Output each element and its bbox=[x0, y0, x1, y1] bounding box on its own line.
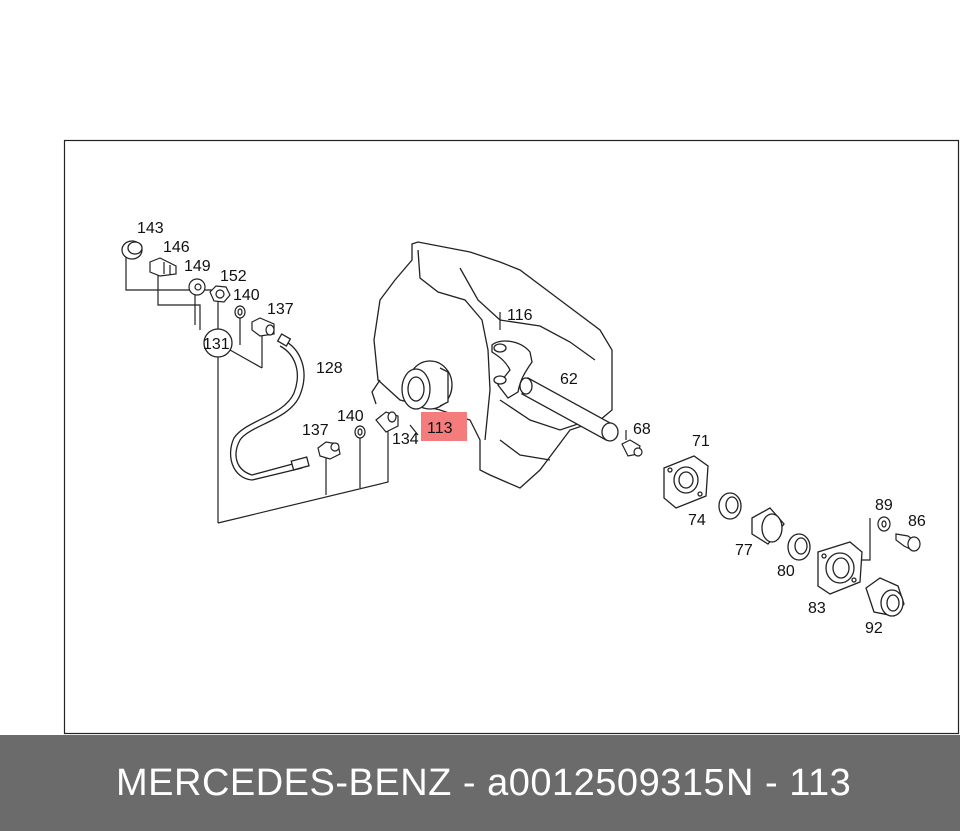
callout-137-bottom: 137 bbox=[302, 422, 329, 439]
part-116-icon bbox=[491, 340, 533, 399]
callout-113: 113 bbox=[427, 420, 453, 437]
highlight-113 bbox=[421, 412, 467, 441]
part-134-icon bbox=[375, 411, 399, 433]
callout-152: 152 bbox=[220, 268, 247, 285]
part-137b-icon bbox=[317, 441, 341, 460]
part-113-icon bbox=[401, 360, 453, 410]
part-86-icon bbox=[895, 533, 921, 552]
diagram-ref-text: N - 113 bbox=[726, 762, 852, 804]
callout-62: 62 bbox=[560, 371, 578, 388]
callout-68: 68 bbox=[633, 421, 651, 438]
callout-83: 83 bbox=[808, 600, 826, 617]
part-number-text: MERCEDES-BENZ - a0012509315 bbox=[116, 762, 726, 804]
hose-128 bbox=[229, 333, 310, 481]
part-152-icon bbox=[209, 285, 231, 303]
part-140a-icon bbox=[234, 305, 246, 319]
part-140b-icon bbox=[354, 425, 366, 439]
callout-146: 146 bbox=[163, 239, 190, 256]
part-77-icon bbox=[751, 507, 785, 545]
callout-131: 131 bbox=[203, 336, 230, 353]
callout-92: 92 bbox=[865, 620, 883, 637]
callout-116: 116 bbox=[507, 307, 533, 324]
transmission-housing bbox=[371, 241, 613, 489]
part-71-icon bbox=[663, 455, 709, 509]
callout-77: 77 bbox=[735, 542, 753, 559]
callout-86: 86 bbox=[908, 513, 926, 530]
part-146-icon bbox=[149, 257, 177, 277]
callout-143: 143 bbox=[137, 220, 164, 237]
callout-71: 71 bbox=[692, 433, 710, 450]
part-74-icon bbox=[718, 492, 742, 520]
part-68-icon bbox=[621, 439, 643, 457]
callout-149: 149 bbox=[184, 258, 211, 275]
part-80-icon bbox=[787, 533, 811, 561]
callout-134: 134 bbox=[392, 431, 419, 448]
footer-bar bbox=[0, 735, 960, 831]
callout-128: 128 bbox=[316, 360, 343, 377]
part-62-icon bbox=[519, 377, 619, 442]
callout-labels: 143 146 149 152 140 137 131 128 140 137 … bbox=[137, 220, 926, 637]
callout-137-top: 137 bbox=[267, 301, 294, 318]
part-89-icon bbox=[877, 516, 891, 532]
part-149-icon bbox=[188, 278, 206, 296]
part-137a-icon bbox=[251, 317, 275, 337]
part-83-icon bbox=[817, 541, 863, 595]
callout-74: 74 bbox=[688, 512, 706, 529]
part-143-icon bbox=[121, 240, 143, 260]
callout-89: 89 bbox=[875, 497, 893, 514]
callout-140-bottom: 140 bbox=[337, 408, 364, 425]
callout-80: 80 bbox=[777, 563, 795, 580]
callout-140-top: 140 bbox=[233, 287, 260, 304]
part-131-circle bbox=[203, 328, 233, 358]
part-92-icon bbox=[865, 577, 905, 617]
diagram-frame bbox=[63, 139, 960, 735]
